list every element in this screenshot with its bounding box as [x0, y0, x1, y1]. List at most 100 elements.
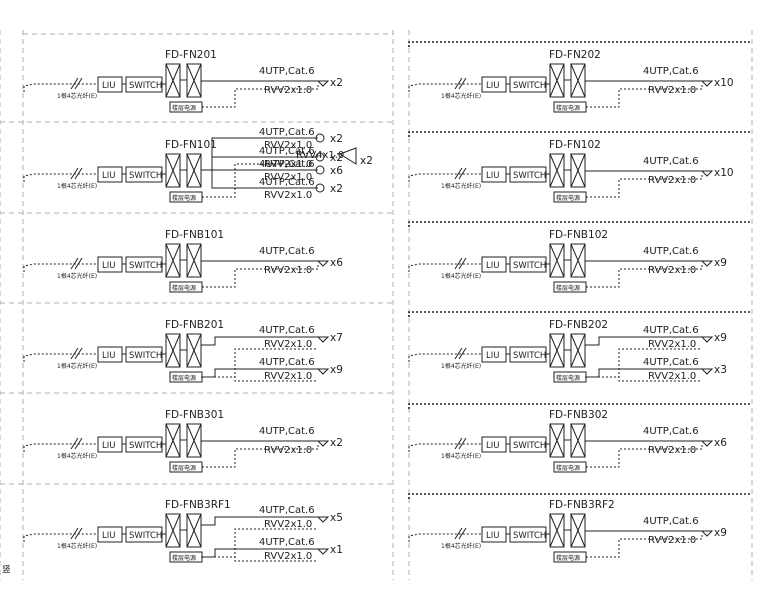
- power-label: 楼层电源: [556, 374, 580, 382]
- rvv-label: RVV2x1.0: [648, 535, 696, 546]
- outlet-icon: [316, 368, 330, 375]
- right-cell-border: [408, 403, 752, 409]
- liu-label: LIU: [486, 171, 499, 181]
- liu-label: LIU: [486, 351, 499, 361]
- patch-x: [549, 423, 565, 458]
- fiber-label: 1根4芯光纤(E): [57, 452, 97, 460]
- outlet-icon: [700, 368, 714, 375]
- outlet-icon: [316, 516, 330, 523]
- patch-x: [570, 243, 586, 278]
- liu-label: LIU: [486, 81, 499, 91]
- right-cell-border: [408, 493, 752, 499]
- switch-label: SWITCH: [129, 531, 162, 541]
- fiber-line: [408, 263, 482, 272]
- utp-line: [585, 336, 702, 346]
- outlet-qty: x3: [714, 364, 727, 376]
- power-label: 楼层电源: [172, 194, 196, 202]
- outlet-icon: [700, 336, 714, 343]
- fd-label: FD-FNB201: [165, 319, 224, 331]
- rvv-label: RVV2x1.0: [648, 85, 696, 96]
- fiber-line: [408, 533, 482, 542]
- outlet-qty: x2: [330, 133, 343, 145]
- fiber-label: 1根4芯光纤(E): [441, 272, 481, 280]
- patch-x: [186, 153, 202, 188]
- fiber-slash: [74, 527, 83, 540]
- patch-x: [549, 153, 565, 188]
- rvv-label: RVV2x1.0: [264, 140, 312, 151]
- fiber-line: [408, 173, 482, 182]
- patch-x: [165, 63, 181, 98]
- speaker-qty: x2: [360, 155, 373, 167]
- patch-x: [570, 333, 586, 368]
- power-label: 楼层电源: [556, 194, 580, 202]
- utp-label: 4UTP,Cat.6: [259, 177, 315, 188]
- outlet-qty: x10: [714, 77, 734, 89]
- fiber-label: 1根4芯光纤(E): [57, 272, 97, 280]
- outlet-qty: x9: [714, 332, 727, 344]
- utp-line: [201, 336, 318, 346]
- switch-label: SWITCH: [129, 171, 162, 181]
- utp-label: 4UTP,Cat.6: [259, 426, 315, 437]
- switch-label: SWITCH: [129, 351, 162, 361]
- switch-label: SWITCH: [129, 261, 162, 271]
- rvv-label: RVV2x1.0: [264, 339, 312, 350]
- patch-x: [165, 423, 181, 458]
- fiber-slash: [454, 167, 463, 180]
- rvv-label: RVV2x1.0: [648, 339, 696, 350]
- fiber-label: 1根4芯光纤(E): [57, 92, 97, 100]
- rvv-line: [202, 376, 318, 382]
- power-label: 楼层电源: [556, 104, 580, 112]
- fiber-line: [23, 533, 98, 542]
- patch-x: [549, 333, 565, 368]
- utp-label: 4UTP,Cat.6: [259, 505, 315, 516]
- patch-x: [186, 63, 202, 98]
- outlet-icon: [316, 260, 330, 267]
- outlet-qty: x2: [330, 183, 343, 195]
- outlet-qty: x6: [330, 165, 343, 177]
- rvv-label: RVV2x1.0: [648, 371, 696, 382]
- rvv4-label: RVV4x1.0: [296, 150, 344, 161]
- fiber-line: [23, 83, 98, 92]
- outlet-icon: [316, 548, 330, 555]
- fiber-line: [408, 353, 482, 362]
- rvv-label: RVV2x1.0: [264, 371, 312, 382]
- fd-label: FD-FN101: [165, 139, 217, 151]
- utp-label: 4UTP,Cat.6: [259, 127, 315, 138]
- patch-x: [165, 243, 181, 278]
- patch-x: [186, 243, 202, 278]
- fiber-line: [23, 443, 98, 452]
- switch-label: SWITCH: [129, 441, 162, 451]
- fiber-line: [23, 353, 98, 362]
- switch-label: SWITCH: [513, 81, 546, 91]
- rvv-line: [586, 443, 703, 468]
- fiber-slash: [458, 437, 467, 450]
- patch-x: [186, 333, 202, 368]
- fiber-slash: [454, 527, 463, 540]
- fiber-slash: [74, 167, 83, 180]
- utp-label: 4UTP,Cat.6: [259, 66, 315, 77]
- outlet-icon: [315, 133, 325, 143]
- right-cell-border: [408, 41, 752, 47]
- fiber-slash: [458, 257, 467, 270]
- fd-label: FD-FNB3RF2: [549, 499, 615, 511]
- patch-x: [165, 333, 181, 368]
- fiber-line: [23, 263, 98, 272]
- outlet-icon: [700, 170, 714, 177]
- fd-label: FD-FN202: [549, 49, 601, 61]
- utp-label: 4UTP,Cat.6: [643, 325, 699, 336]
- power-label: 楼层电源: [556, 554, 580, 562]
- utp-line: [201, 516, 318, 526]
- utp-label: 4UTP,Cat.6: [643, 66, 699, 77]
- rvv-label: RVV2x1.0: [264, 551, 312, 562]
- fiber-slash: [70, 527, 79, 540]
- outlet-qty: x9: [714, 257, 727, 269]
- rvv-line: [202, 163, 300, 198]
